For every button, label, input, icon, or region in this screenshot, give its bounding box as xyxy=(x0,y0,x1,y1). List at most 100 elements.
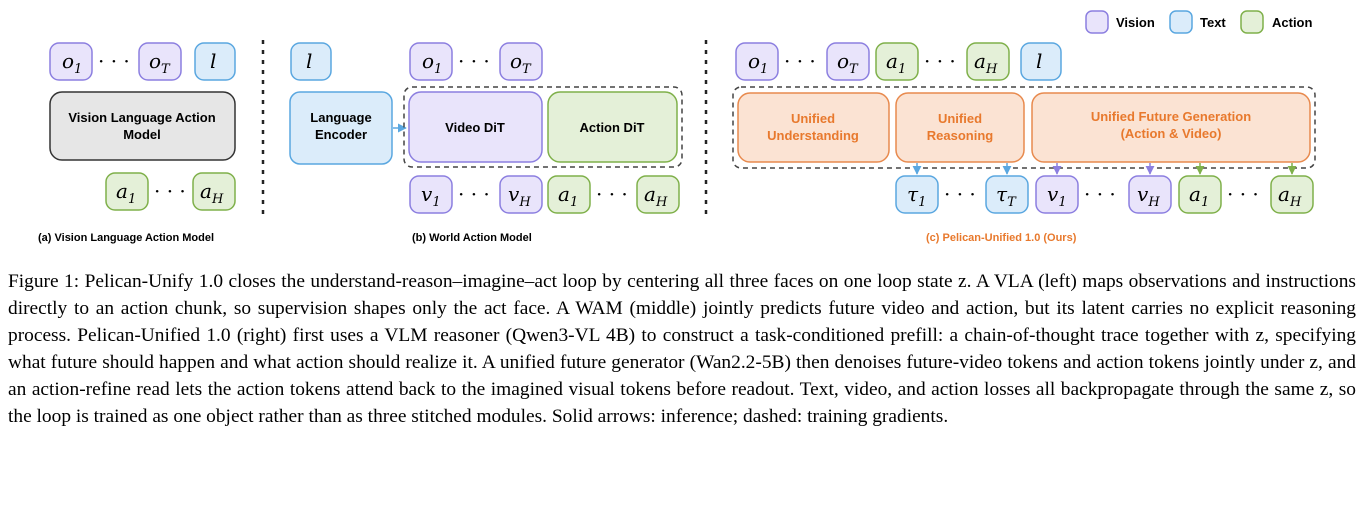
ellipsis-b-a: · · · xyxy=(596,182,628,206)
unified-reasoning-line1: Unified xyxy=(938,111,982,126)
token-tauT-c xyxy=(985,175,1029,214)
svg-text:τ1: τ1 xyxy=(907,182,926,210)
panel-a: o1 · · · oT l Vision Language Action Mod… xyxy=(38,42,236,244)
token-oT-c-base: o xyxy=(837,49,849,73)
token-vH-b-base: v xyxy=(508,182,520,206)
token-oT-b xyxy=(499,42,543,81)
token-l-b-label: l xyxy=(306,49,312,73)
unified-reasoning-block xyxy=(895,92,1025,163)
token-v1-c-base: v xyxy=(1047,182,1059,206)
svg-text:τT: τT xyxy=(996,182,1017,210)
token-tauT-c-base: τ xyxy=(996,182,1008,206)
figure-caption-text: Pelican-Unify 1.0 closes the understand-… xyxy=(8,271,1356,427)
token-o1-c-sub: 1 xyxy=(760,62,768,77)
svg-text:vH: vH xyxy=(1137,182,1160,210)
vla-model-line1: Vision Language Action xyxy=(68,110,215,125)
token-tau1-c-sub: 1 xyxy=(918,195,926,210)
svg-text:oT: oT xyxy=(149,49,171,77)
legend: Vision Text Action xyxy=(1085,10,1313,34)
unified-dashed-group xyxy=(732,86,1316,169)
svg-text:aH: aH xyxy=(1278,182,1302,210)
svg-text:a1: a1 xyxy=(886,49,906,77)
token-oT-c-sub: T xyxy=(849,62,859,77)
token-aH-c-out xyxy=(1270,175,1314,214)
token-a1-a-base: a xyxy=(116,179,128,203)
ellipsis-c-a-out: · · · xyxy=(1227,182,1259,206)
figure-label: Figure 1: xyxy=(8,271,80,292)
ellipsis-c-v: · · · xyxy=(1084,182,1116,206)
token-oT-b-base: o xyxy=(510,49,522,73)
unified-future-line1: Unified Future Generation xyxy=(1091,109,1251,124)
token-a1-c-in-sub: 1 xyxy=(898,62,906,77)
token-o1-a-base: o xyxy=(62,49,74,73)
token-o1-a-sub: 1 xyxy=(74,62,82,77)
token-aH-b-sub: H xyxy=(655,195,668,210)
token-a1-c-out xyxy=(1178,175,1222,214)
token-vH-c-sub: H xyxy=(1147,195,1160,210)
unified-understanding-line2: Understanding xyxy=(767,128,859,143)
token-tauT-c-sub: T xyxy=(1007,195,1017,210)
svg-text:aH: aH xyxy=(200,179,224,207)
token-aH-b-base: a xyxy=(644,182,656,206)
token-aH-b xyxy=(636,175,680,214)
panel-c-caption: (c) Pelican-Unified 1.0 (Ours) xyxy=(926,232,1077,244)
token-oT-b-sub: T xyxy=(522,62,532,77)
panel-a-caption: (a) Vision Language Action Model xyxy=(38,232,214,244)
figure-caption: Figure 1: Pelican-Unify 1.0 closes the u… xyxy=(8,268,1356,430)
token-v1-b xyxy=(409,175,453,214)
token-aH-c-in-base: a xyxy=(974,49,986,73)
token-a1-b xyxy=(547,175,591,214)
vla-model-line2: Model xyxy=(123,127,161,142)
action-dit-label: Action DiT xyxy=(580,120,645,135)
svg-text:oT: oT xyxy=(510,49,532,77)
ellipsis-a-out: · · · xyxy=(154,179,186,203)
ellipsis-a-in: · · · xyxy=(98,49,130,73)
legend-action-label: Action xyxy=(1272,15,1313,30)
ellipsis-c-a: · · · xyxy=(924,49,956,73)
token-v1-c xyxy=(1035,175,1079,214)
svg-text:o1: o1 xyxy=(62,49,82,77)
ellipsis-c-tau: · · · xyxy=(944,182,976,206)
svg-text:a1: a1 xyxy=(116,179,136,207)
token-aH-a-sub: H xyxy=(211,192,224,207)
svg-text:v1: v1 xyxy=(1047,182,1067,210)
token-l-c xyxy=(1020,42,1062,81)
token-aH-c-in xyxy=(966,42,1010,81)
token-a1-a-sub: 1 xyxy=(128,192,136,207)
token-a1-b-base: a xyxy=(558,182,570,206)
token-o1-a xyxy=(49,42,93,81)
vla-model-block xyxy=(49,91,236,161)
token-o1-b xyxy=(409,42,453,81)
unified-understanding-line1: Unified xyxy=(791,111,835,126)
legend-text-swatch xyxy=(1169,10,1193,34)
svg-text:aH: aH xyxy=(644,182,668,210)
token-tau1-c xyxy=(895,175,939,214)
token-aH-a-base: a xyxy=(200,179,212,203)
token-vH-b xyxy=(499,175,543,214)
svg-text:a1: a1 xyxy=(1189,182,1209,210)
figure-diagram: Vision Text Action o1 · · · oT l Vision … xyxy=(38,10,1316,244)
panel-b-caption: (b) World Action Model xyxy=(412,232,532,244)
token-v1-b-base: v xyxy=(421,182,433,206)
token-a1-a xyxy=(105,172,149,211)
token-l-a xyxy=(194,42,236,81)
action-dit-block xyxy=(547,91,678,163)
token-vH-c xyxy=(1128,175,1172,214)
svg-text:o1: o1 xyxy=(748,49,768,77)
panel-c: o1 · · · oT a1 · · · aH l Unified Unders… xyxy=(732,42,1316,244)
token-aH-c-in-sub: H xyxy=(985,62,998,77)
svg-text:v1: v1 xyxy=(421,182,441,210)
language-encoder-line2: Encoder xyxy=(315,127,367,142)
token-o1-b-base: o xyxy=(422,49,434,73)
svg-text:aH: aH xyxy=(974,49,998,77)
video-dit-block xyxy=(408,91,543,163)
panel-b: l o1 · · · oT Language Encoder Video DiT… xyxy=(289,42,683,244)
token-a1-c-in xyxy=(875,42,919,81)
svg-text:a1: a1 xyxy=(558,182,578,210)
ellipsis-b-v: · · · xyxy=(458,182,490,206)
token-o1-c xyxy=(735,42,779,81)
video-dit-label: Video DiT xyxy=(445,120,505,135)
token-oT-a xyxy=(138,42,182,81)
token-l-a-label: l xyxy=(210,49,216,73)
unified-understanding-block xyxy=(737,92,890,163)
